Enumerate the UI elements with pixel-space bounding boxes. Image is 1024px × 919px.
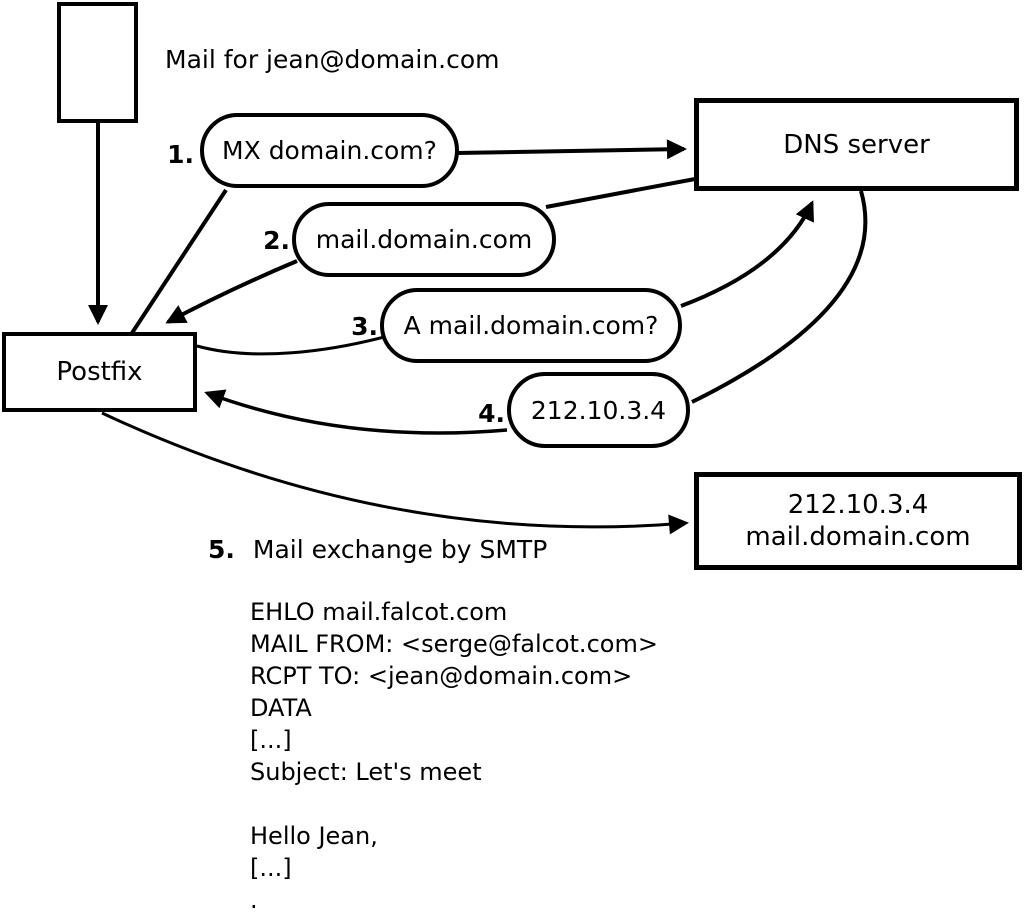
smtp-line: RCPT TO: <jean@domain.com> [250,662,633,690]
postfix-box: Postfix [2,332,197,412]
smtp-line: [...] [250,854,292,882]
pill-a-response: 212.10.3.4 [507,372,690,448]
dns-server-box: DNS server [694,98,1019,191]
mail-server-hostname: mail.domain.com [745,522,971,552]
smtp-line: Hello Jean, [250,822,378,850]
postfix-to-a-query-line [196,335,385,356]
smtp-line: . [250,886,258,914]
step-number-3: 3. [351,312,378,341]
mx-query-to-dns-arrow [456,139,687,160]
mx-response-to-postfix-arrow [165,259,298,324]
dns-to-mx-response-line [545,177,696,209]
a-query-to-dns-arrow [680,200,814,308]
smtp-line: EHLO mail.falcot.com [250,598,508,626]
mail-server-ip: 212.10.3.4 [787,490,929,520]
mail-note-label: Mail for jean@domain.com [165,45,500,74]
mail-document [57,2,138,123]
pill-mx-response: mail.domain.com [292,202,556,277]
postfix-to-mailserver-arrow [101,411,689,535]
smtp-line: DATA [250,694,312,722]
step-number-4: 4. [478,399,505,428]
pill-mx-query: MX domain.com? [200,113,459,188]
dns-to-a-response-line [691,190,868,404]
smtp-line-blank [250,788,658,820]
step-number-1: 1. [167,140,194,169]
smtp-line: Subject: Let's meet [250,758,482,786]
smtp-session-block: EHLO mail.falcot.com MAIL FROM: <serge@f… [250,596,658,916]
smtp-line: MAIL FROM: <serge@falcot.com> [250,630,658,658]
postfix-to-mx-query-line [130,188,228,335]
smtp-step-label: Mail exchange by SMTP [252,535,548,564]
smtp-line: [...] [250,726,292,754]
pill-a-query: A mail.domain.com? [380,288,682,363]
step-number-5: 5. [208,535,235,564]
step-number-2: 2. [263,226,290,255]
a-response-to-postfix-arrow [204,389,508,435]
step5-label-row: 5. Mail exchange by SMTP [208,535,547,564]
mail-server-box: 212.10.3.4 mail.domain.com [694,472,1022,570]
